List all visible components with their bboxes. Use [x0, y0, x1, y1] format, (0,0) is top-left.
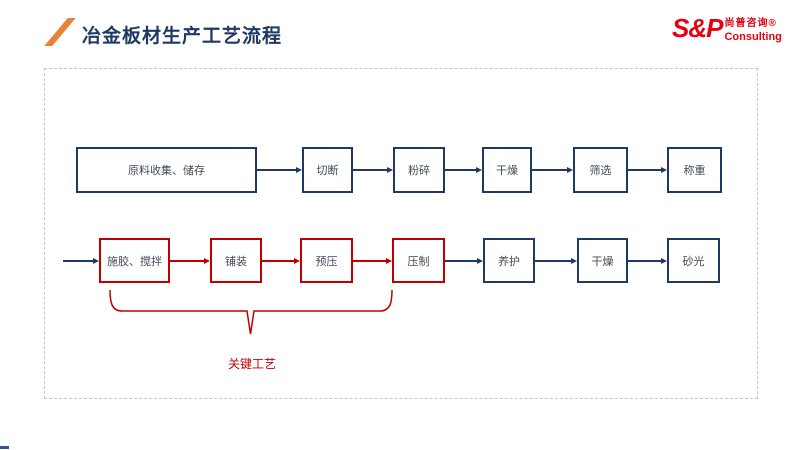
flow-arrow-icon: [353, 260, 386, 262]
flow-step-label: 干燥: [496, 165, 518, 177]
flow-step-label: 切断: [316, 165, 339, 177]
diagram-frame: [44, 68, 758, 399]
flow-arrow-icon: [170, 260, 204, 262]
page-title: 冶金板材生产工艺流程: [82, 26, 283, 47]
bottom-left-line: [0, 446, 9, 449]
logo-english-name: Consulting: [724, 30, 782, 43]
flow-arrow-icon: [535, 260, 571, 262]
flow-step-label: 施胶、搅拌: [107, 255, 162, 268]
key-process-brace-icon: [109, 289, 393, 335]
flow-step-label: 压制: [407, 255, 430, 268]
flow-step-label: 筛选: [589, 165, 612, 177]
logo-sp-text: S&P: [672, 13, 723, 43]
flow-step-curing: 养护: [483, 238, 535, 283]
flow-step-label: 养护: [498, 255, 520, 268]
flow-step-raw-material-storage: 原料收集、储存: [76, 147, 257, 193]
flow-step-label: 称重: [683, 165, 706, 177]
flow-step-label: 砂光: [682, 255, 705, 268]
flow-arrow-icon: [257, 169, 296, 171]
flow-step-pressing: 压制: [392, 238, 445, 283]
flow-step-label: 原料收集、储存: [128, 165, 205, 177]
logo-chinese-name: 尚普咨询®: [724, 18, 777, 29]
flow-arrow-icon: [532, 169, 567, 171]
flow-step-prepressing: 预压: [300, 238, 353, 283]
logo-text-stack: 尚普咨询® Consulting: [724, 18, 781, 43]
flow-arrow-icon: [628, 169, 661, 171]
flow-step-paving: 铺装: [210, 238, 262, 283]
flow-step-sanding: 砂光: [667, 238, 720, 283]
flow-step-screening: 筛选: [573, 147, 628, 193]
flow-step-label: 铺装: [225, 255, 247, 268]
flow-step-label: 粉碎: [408, 165, 430, 177]
flow-step-drying: 干燥: [482, 147, 532, 193]
flow-step-crushing: 粉碎: [393, 147, 445, 193]
flow-step-cutting: 切断: [302, 147, 353, 193]
flow-step-gluing-mixing: 施胶、搅拌: [99, 238, 170, 283]
key-process-label: 关键工艺: [227, 357, 276, 371]
flow-arrow-icon: [445, 169, 476, 171]
flow-step-weighing: 称重: [667, 147, 722, 193]
flow-arrow-icon: [353, 169, 387, 171]
company-logo: S&P 尚普咨询® Consulting: [672, 15, 782, 43]
flow-step-drying-2: 干燥: [577, 238, 628, 283]
flow-entry-arrow-icon: [63, 260, 93, 262]
flow-arrow-icon: [628, 260, 661, 262]
flow-arrow-icon: [262, 260, 294, 262]
flow-step-label: 预压: [315, 255, 338, 268]
flow-step-label: 干燥: [591, 255, 614, 268]
title-slash-icon: [44, 18, 76, 46]
flow-arrow-icon: [445, 260, 477, 262]
